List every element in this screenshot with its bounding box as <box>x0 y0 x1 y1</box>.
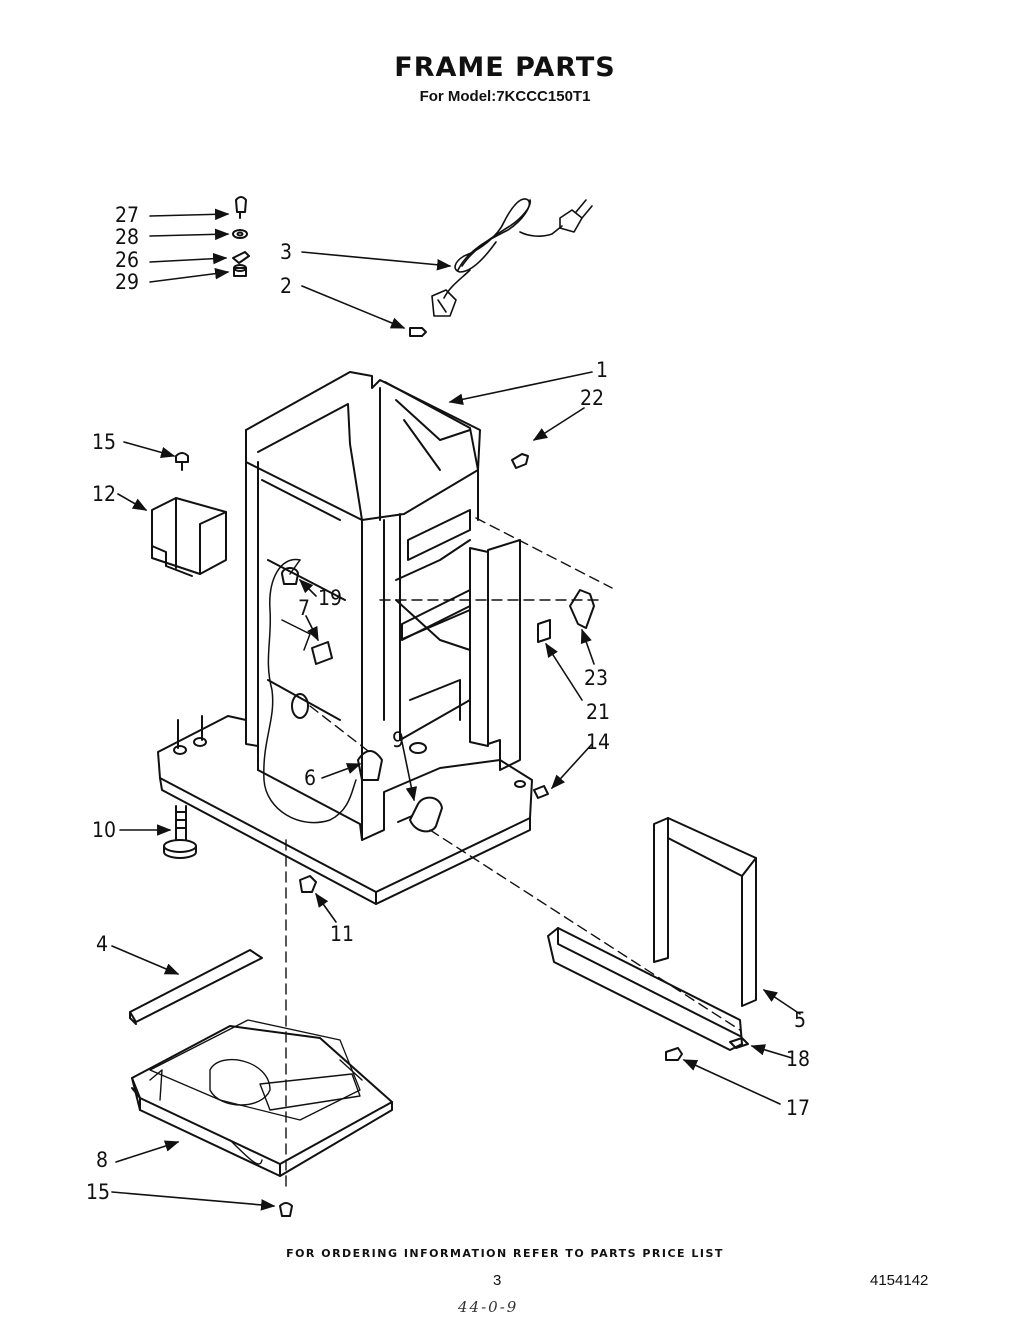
leader-lines <box>111 208 801 1211</box>
callout-11: 11 <box>330 922 355 946</box>
screw-15-top <box>175 452 189 463</box>
callout-15-top: 15 <box>92 430 117 454</box>
page-number: 3 <box>493 1272 502 1289</box>
hardware-cluster <box>232 196 250 277</box>
callout-9: 9 <box>392 728 405 752</box>
callout-14: 14 <box>586 730 611 754</box>
ordering-note: FOR ORDERING INFORMATION REFER TO PARTS … <box>286 1247 724 1260</box>
callout-19: 19 <box>318 586 343 610</box>
power-cord <box>431 198 593 317</box>
tab-21 <box>537 619 551 643</box>
callout-27: 27 <box>115 203 140 227</box>
callout-18: 18 <box>786 1047 811 1071</box>
page-title: FRAME PARTS <box>394 52 616 83</box>
callout-8: 8 <box>96 1148 109 1172</box>
callout-21: 21 <box>586 700 611 724</box>
handwritten-note: 44-0-9 <box>458 1298 519 1316</box>
clip-23 <box>569 589 595 629</box>
callout-29: 29 <box>115 270 140 294</box>
callout-12: 12 <box>92 482 117 506</box>
callout-1: 1 <box>596 358 609 382</box>
screw-2 <box>409 327 427 337</box>
model-subtitle: For Model:7KCCC150T1 <box>419 88 591 105</box>
cover-12 <box>151 497 227 577</box>
callout-15-bottom: 15 <box>86 1180 111 1204</box>
callout-7: 7 <box>298 596 311 620</box>
callout-28: 28 <box>115 225 140 249</box>
insulation-strip-4 <box>129 949 263 1025</box>
callout-26: 26 <box>115 248 140 272</box>
callout-17: 17 <box>786 1096 811 1120</box>
callout-3: 3 <box>280 240 293 264</box>
callout-22: 22 <box>580 386 605 410</box>
leveling-leg-10 <box>163 805 197 859</box>
callout-10: 10 <box>92 818 117 842</box>
callout-6: 6 <box>304 766 317 790</box>
base-plate-8 <box>131 1019 393 1177</box>
callout-2: 2 <box>280 274 293 298</box>
side-panel-5 <box>547 817 757 1051</box>
main-frame-assembly <box>157 371 741 1191</box>
callout-23: 23 <box>584 666 609 690</box>
document-number: 4154142 <box>870 1272 929 1289</box>
callout-5: 5 <box>794 1008 807 1032</box>
callout-4: 4 <box>96 932 109 956</box>
